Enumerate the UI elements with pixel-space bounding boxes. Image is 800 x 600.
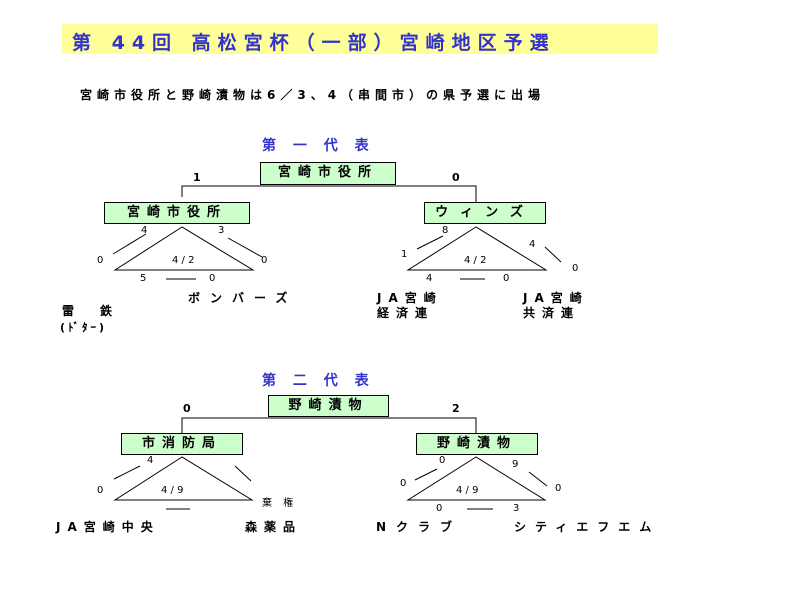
team-left: Nクラブ xyxy=(376,520,463,534)
score-right-forfeit: 棄 権 xyxy=(262,498,298,509)
score-left: 0 xyxy=(97,255,104,266)
final-connector-1 xyxy=(181,185,477,203)
line-1-2-topright xyxy=(544,246,562,263)
score-bottom-right: 3 xyxy=(513,503,520,514)
team-right: シティエフエム xyxy=(514,520,661,534)
match-date: 4 / 9 xyxy=(456,485,479,496)
group-winner-box: 市消防局 xyxy=(121,433,243,455)
line-1-2-topleft xyxy=(416,235,444,250)
final-left-score-2: 0 xyxy=(183,402,191,415)
team-left: JA宮崎中央 xyxy=(56,520,160,534)
score-top-right: 4 xyxy=(529,239,536,250)
score-right: 0 xyxy=(572,263,579,274)
final-right-score-2: 2 xyxy=(452,402,460,415)
score-bottom-right: 0 xyxy=(209,273,216,284)
notice-text: 宮崎市役所と野崎漬物は6／3、4（串間市）の県予選に出場 xyxy=(80,88,546,102)
section-title-2: 第 二 代 表 xyxy=(262,373,375,389)
score-top-left: 4 xyxy=(147,455,154,466)
team-left: JA宮崎 xyxy=(377,291,443,305)
team-left: 雷 鉄 xyxy=(62,304,120,318)
team-right: JA宮崎 xyxy=(523,291,589,305)
group-winner-box: 野崎漬物 xyxy=(416,433,538,455)
score-left: 1 xyxy=(401,249,408,260)
team-left-sub: 経済連 xyxy=(377,306,435,320)
group-winner-box: ウィンズ xyxy=(424,202,546,224)
score-bottom-left: 5 xyxy=(140,273,147,284)
match-date: 4 / 2 xyxy=(464,255,487,266)
final-winner-box-1: 宮崎市役所 xyxy=(260,162,396,185)
title-bar xyxy=(62,24,658,54)
triangle-2-1 xyxy=(113,456,254,501)
score-bottom-left: 4 xyxy=(426,273,433,284)
team-right-sub: 共済連 xyxy=(523,306,581,320)
score-top-left: 4 xyxy=(141,225,148,236)
score-bottom-right: 0 xyxy=(503,273,510,284)
section-title-1: 第 一 代 表 xyxy=(262,138,375,154)
team-right: 森薬品 xyxy=(245,520,303,534)
score-bottom-left: 0 xyxy=(436,503,443,514)
score-left: 0 xyxy=(97,485,104,496)
line-2-1-topleft xyxy=(113,465,141,480)
score-top-left: 0 xyxy=(439,455,446,466)
score-left: 0 xyxy=(400,478,407,489)
team-right: ボンバーズ xyxy=(188,291,298,305)
line-2-2-topleft xyxy=(414,468,438,481)
match-date: 4 / 9 xyxy=(161,485,184,496)
score-top-right: 9 xyxy=(512,459,519,470)
triangle-2-2 xyxy=(406,456,547,501)
final-winner-box-2: 野崎漬物 xyxy=(268,395,389,417)
line-2-2-topright xyxy=(528,471,548,487)
final-connector-2 xyxy=(181,417,477,433)
final-left-score-1: 1 xyxy=(193,171,201,184)
page-title: 第 44回 高松宮杯（一部）宮崎地区予選 xyxy=(72,32,556,54)
score-right: 0 xyxy=(261,255,268,266)
score-top-right: 3 xyxy=(218,225,225,236)
line-1-1-topleft xyxy=(112,233,147,255)
triangle-1-1 xyxy=(113,226,255,271)
line-1-1-topright xyxy=(227,237,263,258)
match-date: 4 / 2 xyxy=(172,255,195,266)
group-winner-box: 宮崎市役所 xyxy=(104,202,250,224)
team-left-sub: (ﾄﾞﾀｰ) xyxy=(60,321,108,334)
score-right: 0 xyxy=(555,483,562,494)
final-right-score-1: 0 xyxy=(452,171,460,184)
triangle-1-2 xyxy=(406,226,548,271)
score-top-left: 8 xyxy=(442,225,449,236)
line-2-1-topright xyxy=(234,465,252,482)
